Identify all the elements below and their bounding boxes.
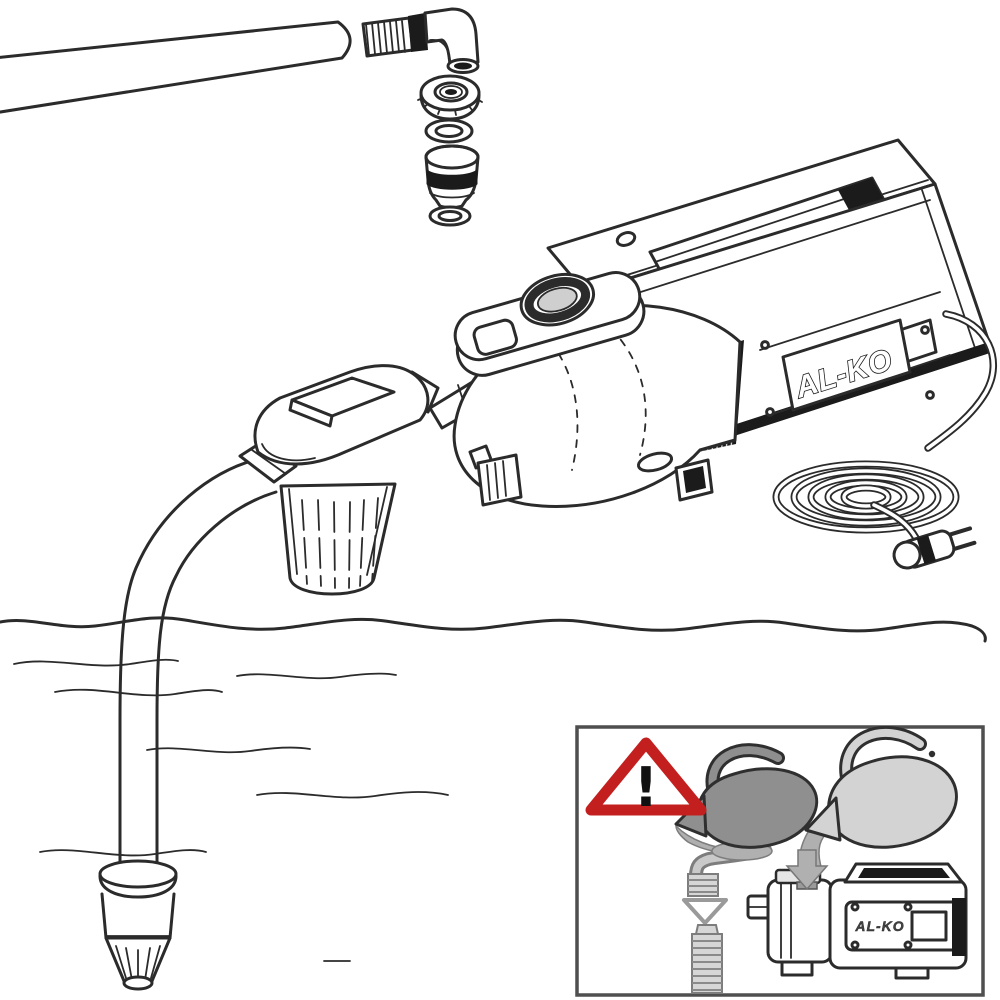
filter-cup	[279, 482, 397, 596]
power-plug	[892, 526, 977, 570]
exclamation-mark: !	[634, 756, 659, 819]
garden-pump: AL-KO	[428, 138, 998, 570]
pump-discharge-port	[453, 271, 646, 377]
sealing-ring-upper	[424, 118, 474, 144]
power-cord-coil	[772, 310, 998, 570]
union-nut	[417, 74, 483, 121]
watering-jug-light	[804, 725, 958, 849]
inset-pump: AL-KO	[746, 862, 968, 980]
thread-lines	[365, 20, 406, 56]
hose-connector-piece	[424, 144, 480, 210]
suction-hose	[118, 456, 278, 866]
inset-al-ko-logo: AL-KO	[854, 918, 904, 934]
down-arrow-hollow-icon	[682, 898, 728, 925]
strainer-ribs	[115, 945, 161, 982]
pump-handle	[648, 176, 886, 301]
sealing-ring-lower	[428, 205, 472, 227]
water-surface	[0, 616, 987, 643]
warning-triangle-icon: !	[585, 737, 707, 819]
elbow-fitting	[361, 7, 480, 74]
filter-head	[253, 364, 430, 466]
water-ripples	[13, 658, 449, 962]
inline-filter	[238, 364, 440, 596]
warning-panel: AL-KO !	[575, 725, 985, 997]
delivery-pipe	[0, 20, 352, 114]
pump-feet	[468, 444, 714, 507]
watering-jug-dark	[674, 743, 819, 849]
foot-valve	[98, 859, 178, 991]
down-arrow-solid-icon	[785, 849, 829, 891]
